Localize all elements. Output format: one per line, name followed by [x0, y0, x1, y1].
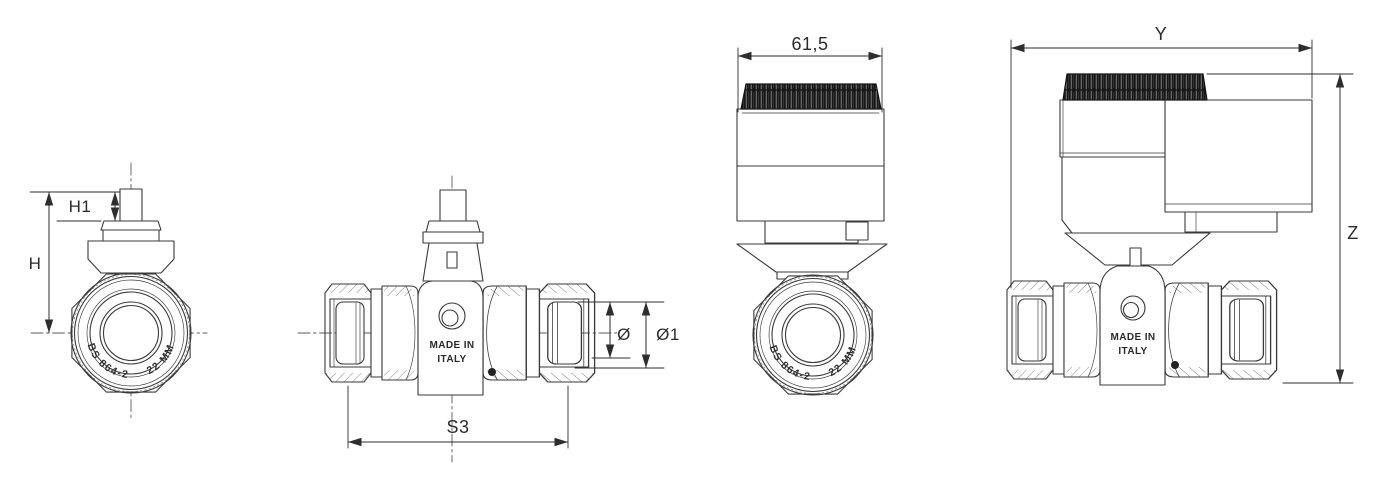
adapter-flange [736, 243, 888, 273]
h-label: H [29, 254, 42, 273]
actuator-upper-shell [1059, 99, 1166, 158]
actuator-lower-shell [736, 165, 885, 222]
dimension-h: H [29, 191, 54, 334]
seal-dot [1171, 361, 1179, 369]
actuator-upper-shell [736, 108, 885, 167]
width-label: 61,5 [791, 34, 828, 54]
body-hole-inner [1122, 301, 1140, 319]
made-in-line1: MADE IN [1110, 332, 1155, 343]
h1-label: H1 [69, 197, 92, 216]
dimension-h1: H1 [29, 191, 121, 222]
view-valve-end: BS 864-2 22 MM H1 H [29, 162, 208, 421]
dimension-width: 61,5 [737, 34, 883, 113]
knurled-knob [740, 83, 882, 110]
nut-face [70, 272, 192, 394]
gland-ring [422, 231, 484, 244]
stem-slot [446, 251, 458, 269]
valve-side-body: MADE IN ITALY [1006, 247, 1278, 386]
actuator-connector [1184, 211, 1278, 233]
bonnet [422, 242, 484, 282]
knurled-knob [1062, 73, 1208, 101]
stem [439, 189, 467, 222]
nut-face [752, 274, 874, 396]
body-hole [438, 302, 466, 330]
s3-label: S3 [446, 417, 469, 437]
ball-chamber [1099, 265, 1166, 386]
actuator [736, 83, 888, 280]
stem [119, 188, 143, 222]
right-fitting [1164, 280, 1278, 380]
view-actuator-end: BS 864-2 22 MM 61,5 [736, 34, 888, 396]
actuator [1059, 73, 1313, 266]
valve-side-body: MADE IN ITALY [324, 189, 596, 396]
valve-end-body: BS 864-2 22 MM [752, 274, 874, 396]
made-in-line2: ITALY [1118, 346, 1147, 357]
y-label: Y [1155, 24, 1168, 44]
made-in-line2: ITALY [437, 354, 466, 365]
right-fitting [482, 283, 596, 383]
gland [425, 220, 481, 233]
dimension-y: Y [1010, 24, 1313, 289]
gland-ring [102, 229, 160, 242]
dimension-s3: S3 [347, 385, 569, 449]
actuator-motor-housing [1164, 99, 1313, 213]
bonnet [87, 240, 175, 274]
dimension-z: Z [1206, 73, 1359, 384]
dia-label: Ø [617, 325, 631, 344]
view-valve-side: MADE IN ITALY S3 Ø Ø1 [297, 175, 680, 463]
body-hole-inner [441, 309, 459, 327]
seal-dot [488, 368, 496, 376]
ball-chamber [417, 280, 484, 396]
stem-nub [1129, 247, 1142, 267]
actuator-base [764, 220, 859, 244]
left-fitting [1006, 280, 1101, 380]
view-actuator-side: MADE IN ITALY Y Z [1006, 24, 1359, 386]
actuator-base-tab [845, 221, 869, 241]
made-in-line1: MADE IN [429, 340, 474, 351]
dia1-label: Ø1 [656, 325, 680, 344]
valve-end-body: BS 864-2 22 MM [70, 188, 192, 394]
left-fitting [324, 283, 419, 383]
dimension-dia: Ø Ø1 [574, 301, 680, 369]
gland [100, 220, 162, 231]
z-label: Z [1347, 223, 1359, 243]
body-hole [1120, 295, 1146, 321]
